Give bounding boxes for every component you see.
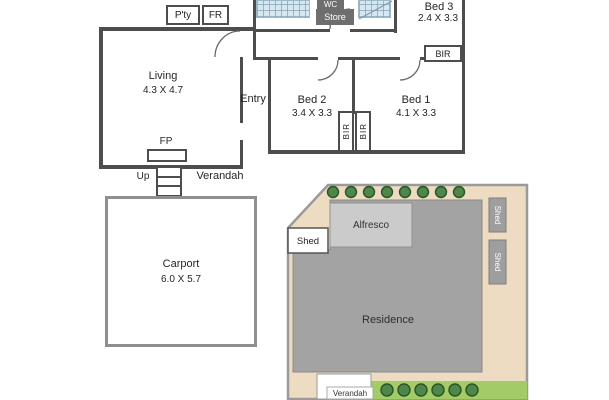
bir-bed1-label: BIR bbox=[358, 123, 368, 140]
wall bbox=[240, 140, 243, 169]
tree-row-bottom bbox=[380, 383, 479, 397]
verandah-label-box bbox=[326, 386, 374, 400]
bir-bed1-box: BIR bbox=[355, 111, 371, 152]
shed-right-bottom-label: Shed bbox=[493, 253, 502, 272]
room-label-bed3-dims: 2.4 X 3.3 bbox=[417, 13, 459, 24]
tree-icon bbox=[397, 383, 411, 397]
tree-icon bbox=[414, 383, 428, 397]
room-label-bed2-name: Bed 2 bbox=[297, 94, 327, 106]
wall bbox=[338, 57, 400, 60]
pantry-box: P'ty bbox=[166, 5, 200, 25]
tree-icon bbox=[344, 185, 358, 199]
room-label-entry: Entry bbox=[240, 93, 266, 105]
shed-right-top-box bbox=[488, 197, 507, 233]
tree-icon bbox=[434, 185, 448, 199]
tree-icon bbox=[465, 383, 479, 397]
bir-bed2-label: BIR bbox=[341, 123, 351, 140]
tree-icon bbox=[448, 383, 462, 397]
wall bbox=[394, 0, 397, 33]
store-label: Store bbox=[324, 12, 346, 22]
wall bbox=[256, 57, 318, 60]
tree-icon bbox=[380, 185, 394, 199]
wc-box: WC bbox=[317, 0, 344, 9]
room-label-bed1-dims: 4.1 X 3.3 bbox=[395, 108, 437, 119]
tree-row-top bbox=[326, 185, 466, 199]
shed-right-top-label: Shed bbox=[493, 206, 502, 225]
wall bbox=[253, 29, 330, 32]
tree-icon bbox=[416, 185, 430, 199]
bir-bed3-box: BIR bbox=[424, 45, 462, 62]
wall bbox=[352, 57, 355, 114]
wall bbox=[240, 57, 243, 123]
shed-right-bottom-box bbox=[488, 239, 507, 285]
step-tread bbox=[158, 176, 180, 178]
room-label-bed1-name: Bed 1 bbox=[401, 94, 431, 106]
tree-icon bbox=[431, 383, 445, 397]
wall bbox=[462, 0, 465, 154]
room-label-verandah: Verandah bbox=[196, 170, 244, 182]
site-plan: Alfresco Shed Residence Shed Shed Verand… bbox=[286, 183, 529, 400]
pantry-label: P'ty bbox=[174, 9, 192, 21]
carport-outline: Carport 6.0 X 5.7 bbox=[105, 196, 257, 347]
room-label-living-name: Living bbox=[148, 70, 178, 82]
store-box: Store bbox=[316, 9, 354, 25]
fridge-label: FR bbox=[208, 9, 223, 21]
fireplace-box bbox=[147, 149, 187, 162]
alfresco-area bbox=[329, 202, 413, 248]
room-label-carport-dims: 6.0 X 5.7 bbox=[160, 273, 202, 285]
wc-label: WC bbox=[323, 0, 338, 9]
up-label: Up bbox=[136, 171, 150, 182]
wall bbox=[268, 57, 271, 154]
tree-icon bbox=[452, 185, 466, 199]
door-arc bbox=[317, 59, 339, 81]
wall bbox=[268, 150, 465, 154]
step-tread bbox=[158, 185, 180, 187]
shower-screen-line bbox=[358, 0, 393, 20]
room-label-living-dims: 4.3 X 4.7 bbox=[142, 85, 184, 96]
shed-left-box bbox=[287, 227, 329, 254]
fridge-box: FR bbox=[202, 5, 229, 25]
tree-icon bbox=[398, 185, 412, 199]
tree-icon bbox=[362, 185, 376, 199]
shed-left-label: Shed bbox=[297, 236, 319, 247]
shower-tiles bbox=[358, 0, 393, 20]
room-label-carport-name: Carport bbox=[162, 257, 200, 270]
fireplace-label: FP bbox=[159, 136, 173, 147]
wall bbox=[99, 27, 103, 169]
door-arc bbox=[214, 30, 241, 58]
bir-bed2-box: BIR bbox=[338, 111, 354, 152]
tree-icon bbox=[326, 185, 340, 199]
residence-label: Residence bbox=[362, 314, 414, 326]
door-arc bbox=[399, 59, 421, 81]
tree-icon bbox=[380, 383, 394, 397]
room-label-bed2-dims: 3.4 X 3.3 bbox=[291, 108, 333, 119]
bathroom-tiles bbox=[256, 0, 310, 18]
verandah-label: Verandah bbox=[333, 389, 367, 398]
wall bbox=[99, 27, 256, 31]
wall bbox=[350, 29, 397, 32]
bir-bed3-label: BIR bbox=[435, 48, 451, 59]
steps bbox=[156, 166, 182, 197]
room-label-bed3-name: Bed 3 bbox=[424, 1, 454, 13]
alfresco-label: Alfresco bbox=[353, 220, 390, 231]
